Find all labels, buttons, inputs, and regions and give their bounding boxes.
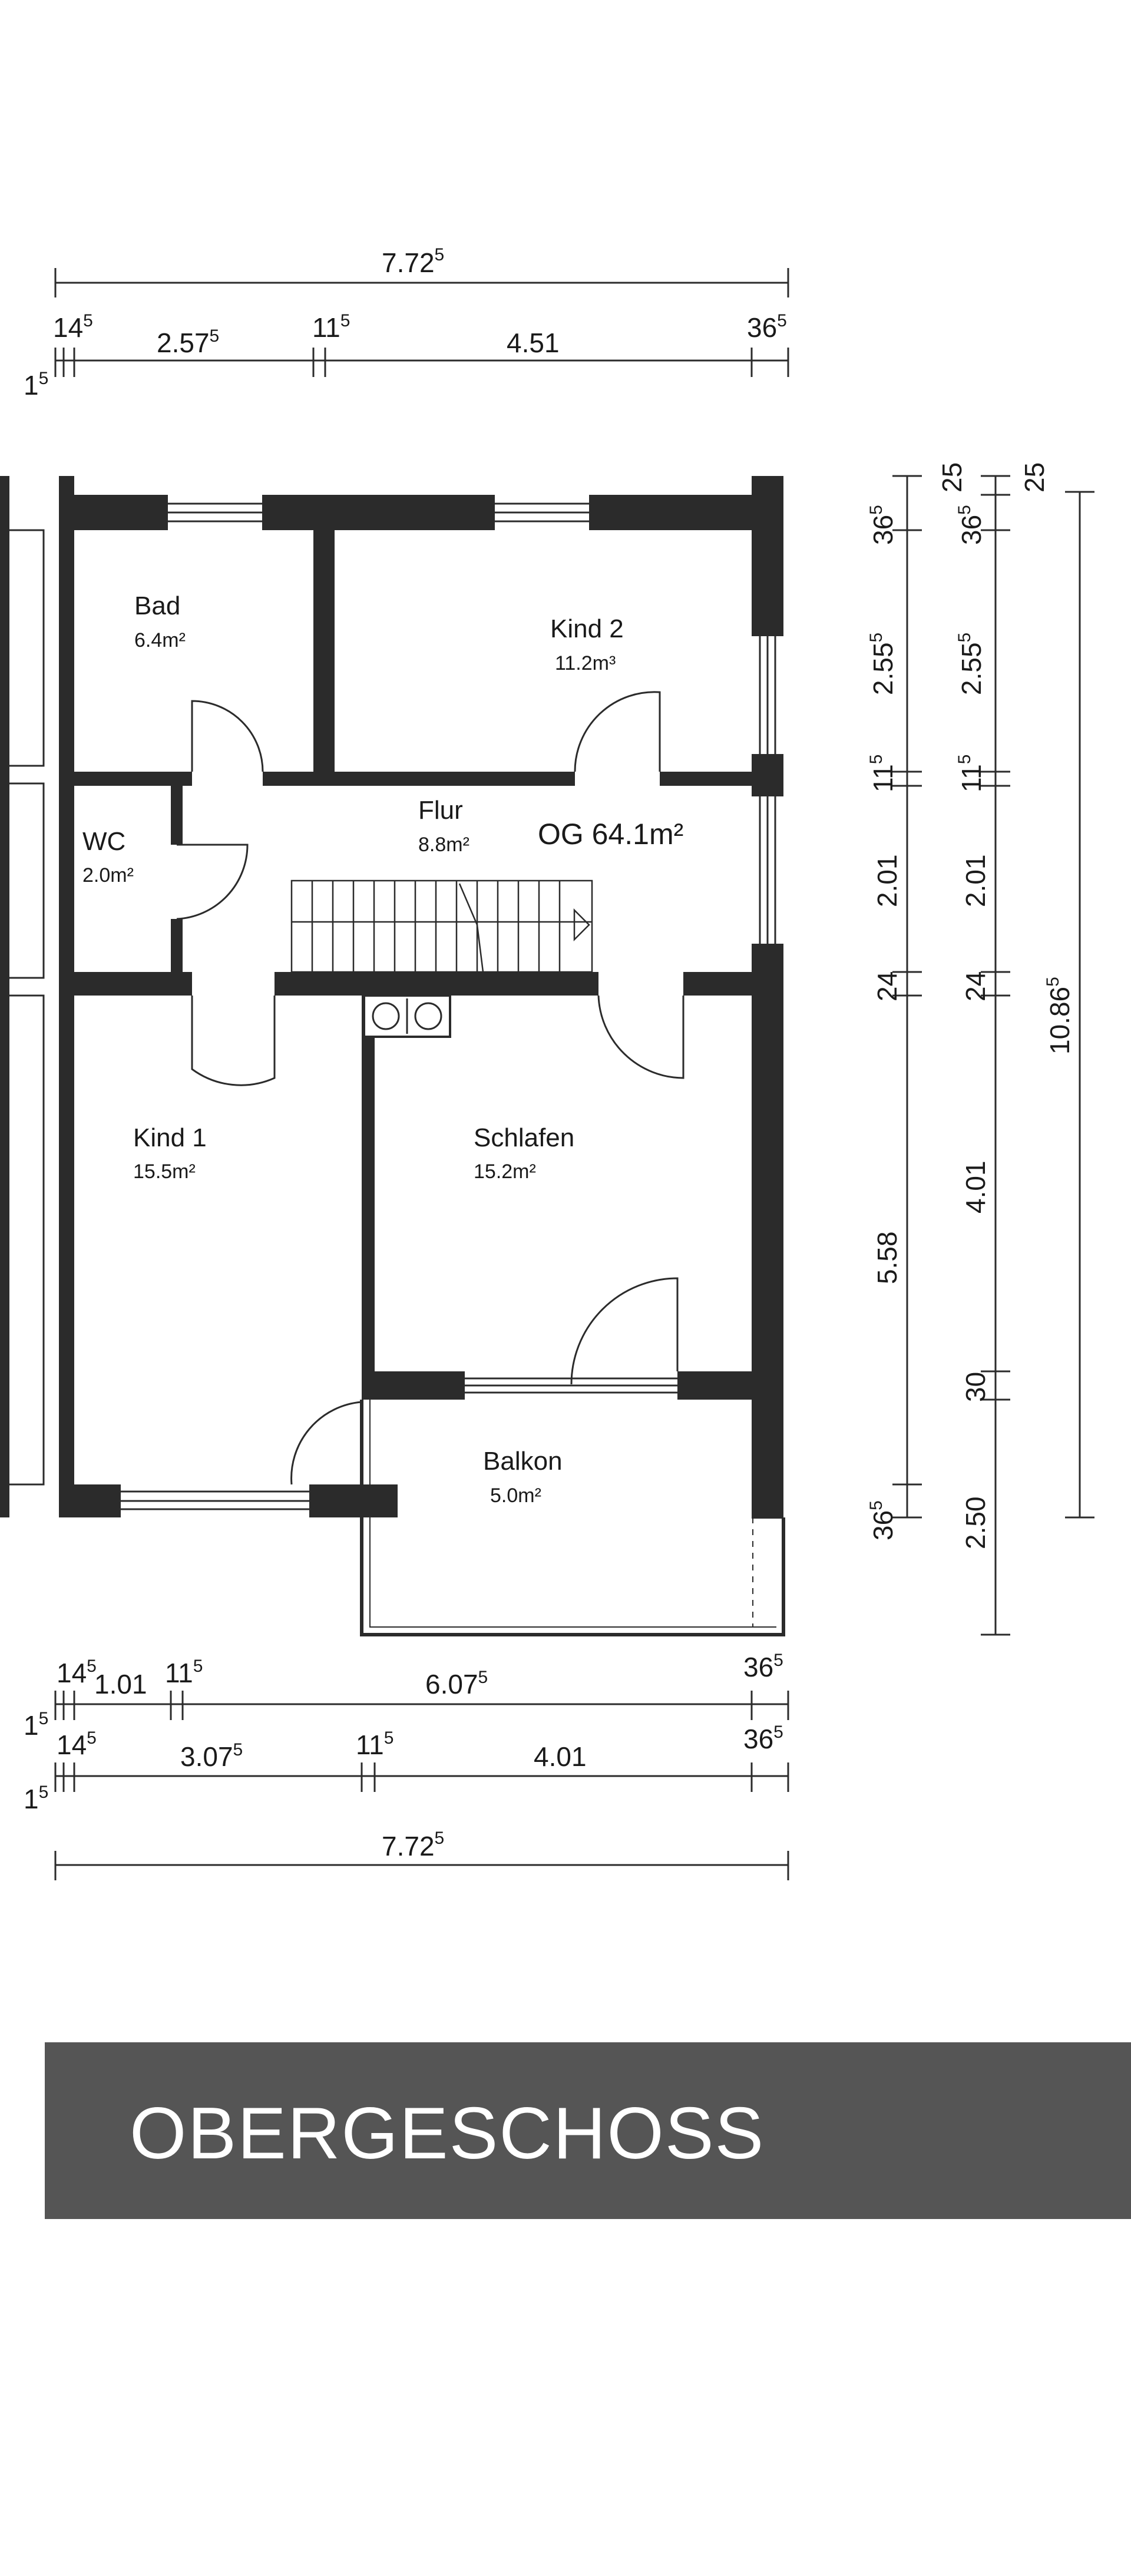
dim-bottom1-2: 145 — [57, 1656, 97, 1688]
dim-right2-3: 2.555 — [955, 633, 987, 695]
room-area-bad: 6.4m² — [134, 629, 186, 652]
floor-title: OBERGESCHOSS — [130, 2093, 765, 2174]
balcony-outline — [360, 1400, 785, 1636]
room-name-bad: Bad — [134, 591, 180, 620]
dim-top-4: 115 — [312, 311, 350, 343]
room-name-balkon: Balkon — [483, 1447, 563, 1476]
doors — [176, 691, 684, 1485]
dim-right3-2: 10.865 — [1043, 977, 1075, 1054]
dim-right2-8: 30 — [960, 1372, 991, 1402]
dim-right1-2: 2.555 — [867, 633, 898, 695]
shaft — [363, 994, 451, 1038]
dim-top-total: 7.725 — [382, 245, 444, 278]
dim-top-3: 2.575 — [157, 326, 219, 358]
room-area-kind2: 11.2m³ — [555, 652, 616, 674]
dimension-labels-top: 7.725 15 145 2.575 115 4.51 365 — [24, 245, 787, 401]
room-area-schlafen: 15.2m² — [474, 1160, 536, 1183]
window-flur-east — [759, 796, 776, 944]
windows — [121, 502, 776, 1510]
window-bad — [168, 502, 262, 523]
dim-bottom1-5: 6.075 — [425, 1668, 488, 1699]
door-wc — [176, 844, 249, 920]
dim-bottom2-1: 15 — [24, 1783, 48, 1814]
dim-bottom2-6: 365 — [743, 1722, 783, 1754]
dim-right1-7: 365 — [867, 1500, 898, 1540]
dim-bottom2-3: 3.075 — [180, 1740, 243, 1772]
dim-right1-6: 5.58 — [872, 1231, 902, 1284]
room-name-flur: Flur — [418, 796, 463, 825]
door-schlafen — [597, 995, 684, 1079]
room-area-kind1: 15.5m² — [133, 1160, 196, 1183]
room-name-wc: WC — [82, 827, 125, 856]
dim-right2-2: 365 — [955, 505, 987, 545]
dim-right2-9: 2.50 — [960, 1496, 991, 1549]
room-name-schlafen: Schlafen — [474, 1123, 574, 1152]
dim-right1-1: 365 — [867, 505, 898, 545]
dim-right2-7: 4.01 — [960, 1160, 991, 1213]
dim-right1-4: 2.01 — [872, 854, 902, 907]
dim-bottom2-5: 4.01 — [534, 1741, 587, 1772]
room-area-flur: 8.8m² — [418, 834, 469, 856]
dim-bottom1-3: 1.01 — [94, 1669, 147, 1699]
dim-bottom1-1: 15 — [24, 1709, 48, 1741]
dim-top-5: 4.51 — [507, 328, 560, 358]
dim-bottom2-4: 115 — [356, 1728, 393, 1760]
dim-top-6: 365 — [747, 311, 787, 343]
dim-right1-5: 24 — [872, 971, 902, 1001]
door-kind1-balkon — [290, 1400, 363, 1485]
window-kind1 — [121, 1490, 309, 1510]
dim-bottom-total: 7.725 — [382, 1828, 444, 1861]
floor-total-area: OG 64.1m² — [538, 818, 683, 851]
window-kind2 — [495, 502, 589, 523]
room-name-kind2: Kind 2 — [550, 614, 624, 643]
door-balkon — [570, 1277, 679, 1385]
dim-top-1: 15 — [24, 369, 48, 401]
dim-bottom1-6: 365 — [743, 1651, 783, 1682]
dim-right2-5: 2.01 — [960, 854, 991, 907]
dim-bottom2-2: 145 — [57, 1728, 97, 1760]
window-kind2-east — [759, 636, 776, 754]
room-labels: Bad 6.4m² Kind 2 11.2m³ WC 2.0m² Flur 8.… — [82, 591, 683, 1507]
dim-right2-1: 25 — [937, 462, 967, 492]
door-kind2 — [574, 691, 661, 772]
dim-bottom1-4: 115 — [165, 1656, 203, 1688]
dim-right3-1: 25 — [1019, 462, 1050, 492]
dimension-lines — [54, 268, 1094, 1880]
dimension-labels-bottom: 15 145 1.01 115 6.075 365 15 145 3.075 1… — [24, 1651, 783, 1861]
dim-right2-6: 24 — [960, 971, 991, 1001]
dim-top-2: 145 — [53, 311, 93, 343]
room-area-balkon: 5.0m² — [490, 1484, 541, 1507]
dimension-labels-right: 365 2.555 115 2.01 24 5.58 365 25 365 2.… — [867, 462, 1075, 1549]
room-area-wc: 2.0m² — [82, 864, 134, 887]
door-bad — [191, 700, 264, 772]
floor-title-banner: OBERGESCHOSS — [45, 2042, 1131, 2219]
dim-right1-3: 115 — [867, 755, 898, 792]
dim-right2-4: 115 — [955, 755, 987, 792]
room-name-kind1: Kind 1 — [133, 1123, 207, 1152]
staircase — [290, 879, 593, 973]
door-kind1 — [191, 996, 276, 1086]
walls — [0, 476, 783, 1519]
